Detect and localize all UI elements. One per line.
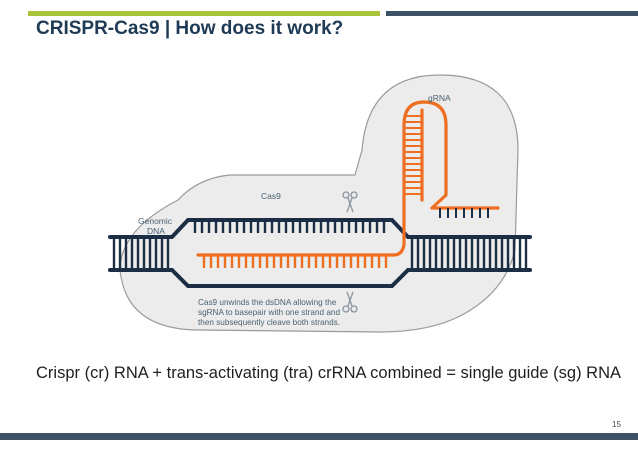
slide-title: CRISPR-Cas9 | How does it work? [36, 18, 344, 39]
top-accent-bar-green [28, 11, 380, 16]
grna-rungs-hairpin [404, 115, 422, 195]
description-line-3: then subsequently cleave both strands. [198, 318, 340, 327]
caption-text: Crispr (cr) RNA + trans-activating (tra)… [36, 364, 622, 382]
description-line-1: Cas9 unwinds the dsDNA allowing the [198, 298, 337, 307]
slide-number: 15 [612, 420, 621, 429]
top-accent-bar-navy [386, 11, 638, 16]
genomic-dna-label-line2: DNA [147, 226, 165, 236]
grna-strand [196, 100, 448, 257]
bottom-accent-bar [0, 433, 638, 440]
scissors-icon-top [342, 191, 358, 213]
scissors-icon-bottom [342, 291, 358, 313]
genomic-dna-label-line1: Genomic [138, 216, 173, 226]
cas9-protein-shape [119, 74, 519, 333]
grna-rungs-tail [439, 208, 489, 218]
dna-rungs-top-strand [193, 220, 386, 233]
dna-rungs-right [410, 237, 528, 270]
description-line-2: sgRNA to basepair with one strand and [198, 308, 340, 317]
grna-label: gRNA [428, 93, 451, 103]
grna-rungs-strand [202, 255, 388, 268]
cas9-label: Cas9 [261, 191, 281, 201]
dna-rungs-left [112, 237, 170, 270]
